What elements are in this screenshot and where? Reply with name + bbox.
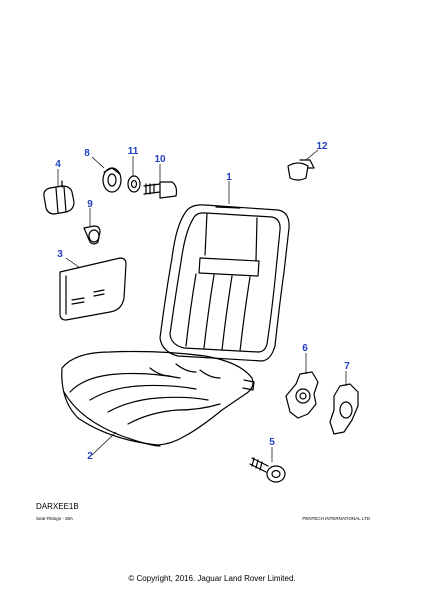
cog-plate-part — [329, 383, 359, 435]
callout-8: 8 — [84, 148, 90, 159]
callout-6: 6 — [302, 343, 308, 354]
bolt-part — [143, 181, 178, 199]
callout-5: 5 — [269, 437, 275, 448]
grommet-part — [102, 167, 122, 193]
callout-12: 12 — [316, 141, 328, 152]
screw-part — [249, 457, 286, 483]
seat-cushion-part — [61, 350, 255, 447]
callout-2: 2 — [87, 451, 93, 462]
callout-9: 9 — [87, 199, 93, 210]
diagram-code: DARXEE1B — [36, 502, 79, 511]
clip-part — [287, 159, 315, 181]
washer-part — [127, 175, 141, 193]
publisher-credit: PENTECH INTERNATIONAL LTD — [302, 516, 370, 521]
callout-3: 3 — [57, 249, 63, 260]
cog-wheel-part — [285, 371, 319, 419]
seat-back-part — [159, 204, 290, 362]
diagram-caption: Seat Fittings - 38A — [36, 516, 74, 521]
callout-7: 7 — [344, 361, 350, 372]
callout-10: 10 — [154, 154, 166, 165]
side-bracket-part — [59, 257, 127, 321]
callout-4: 4 — [55, 159, 61, 170]
bush-part — [83, 225, 101, 245]
callout-11: 11 — [128, 146, 139, 157]
knob-part — [43, 180, 75, 215]
copyright-notice: © Copyright, 2016. Jaguar Land Rover Lim… — [128, 574, 296, 583]
callout-1: 1 — [226, 172, 232, 183]
